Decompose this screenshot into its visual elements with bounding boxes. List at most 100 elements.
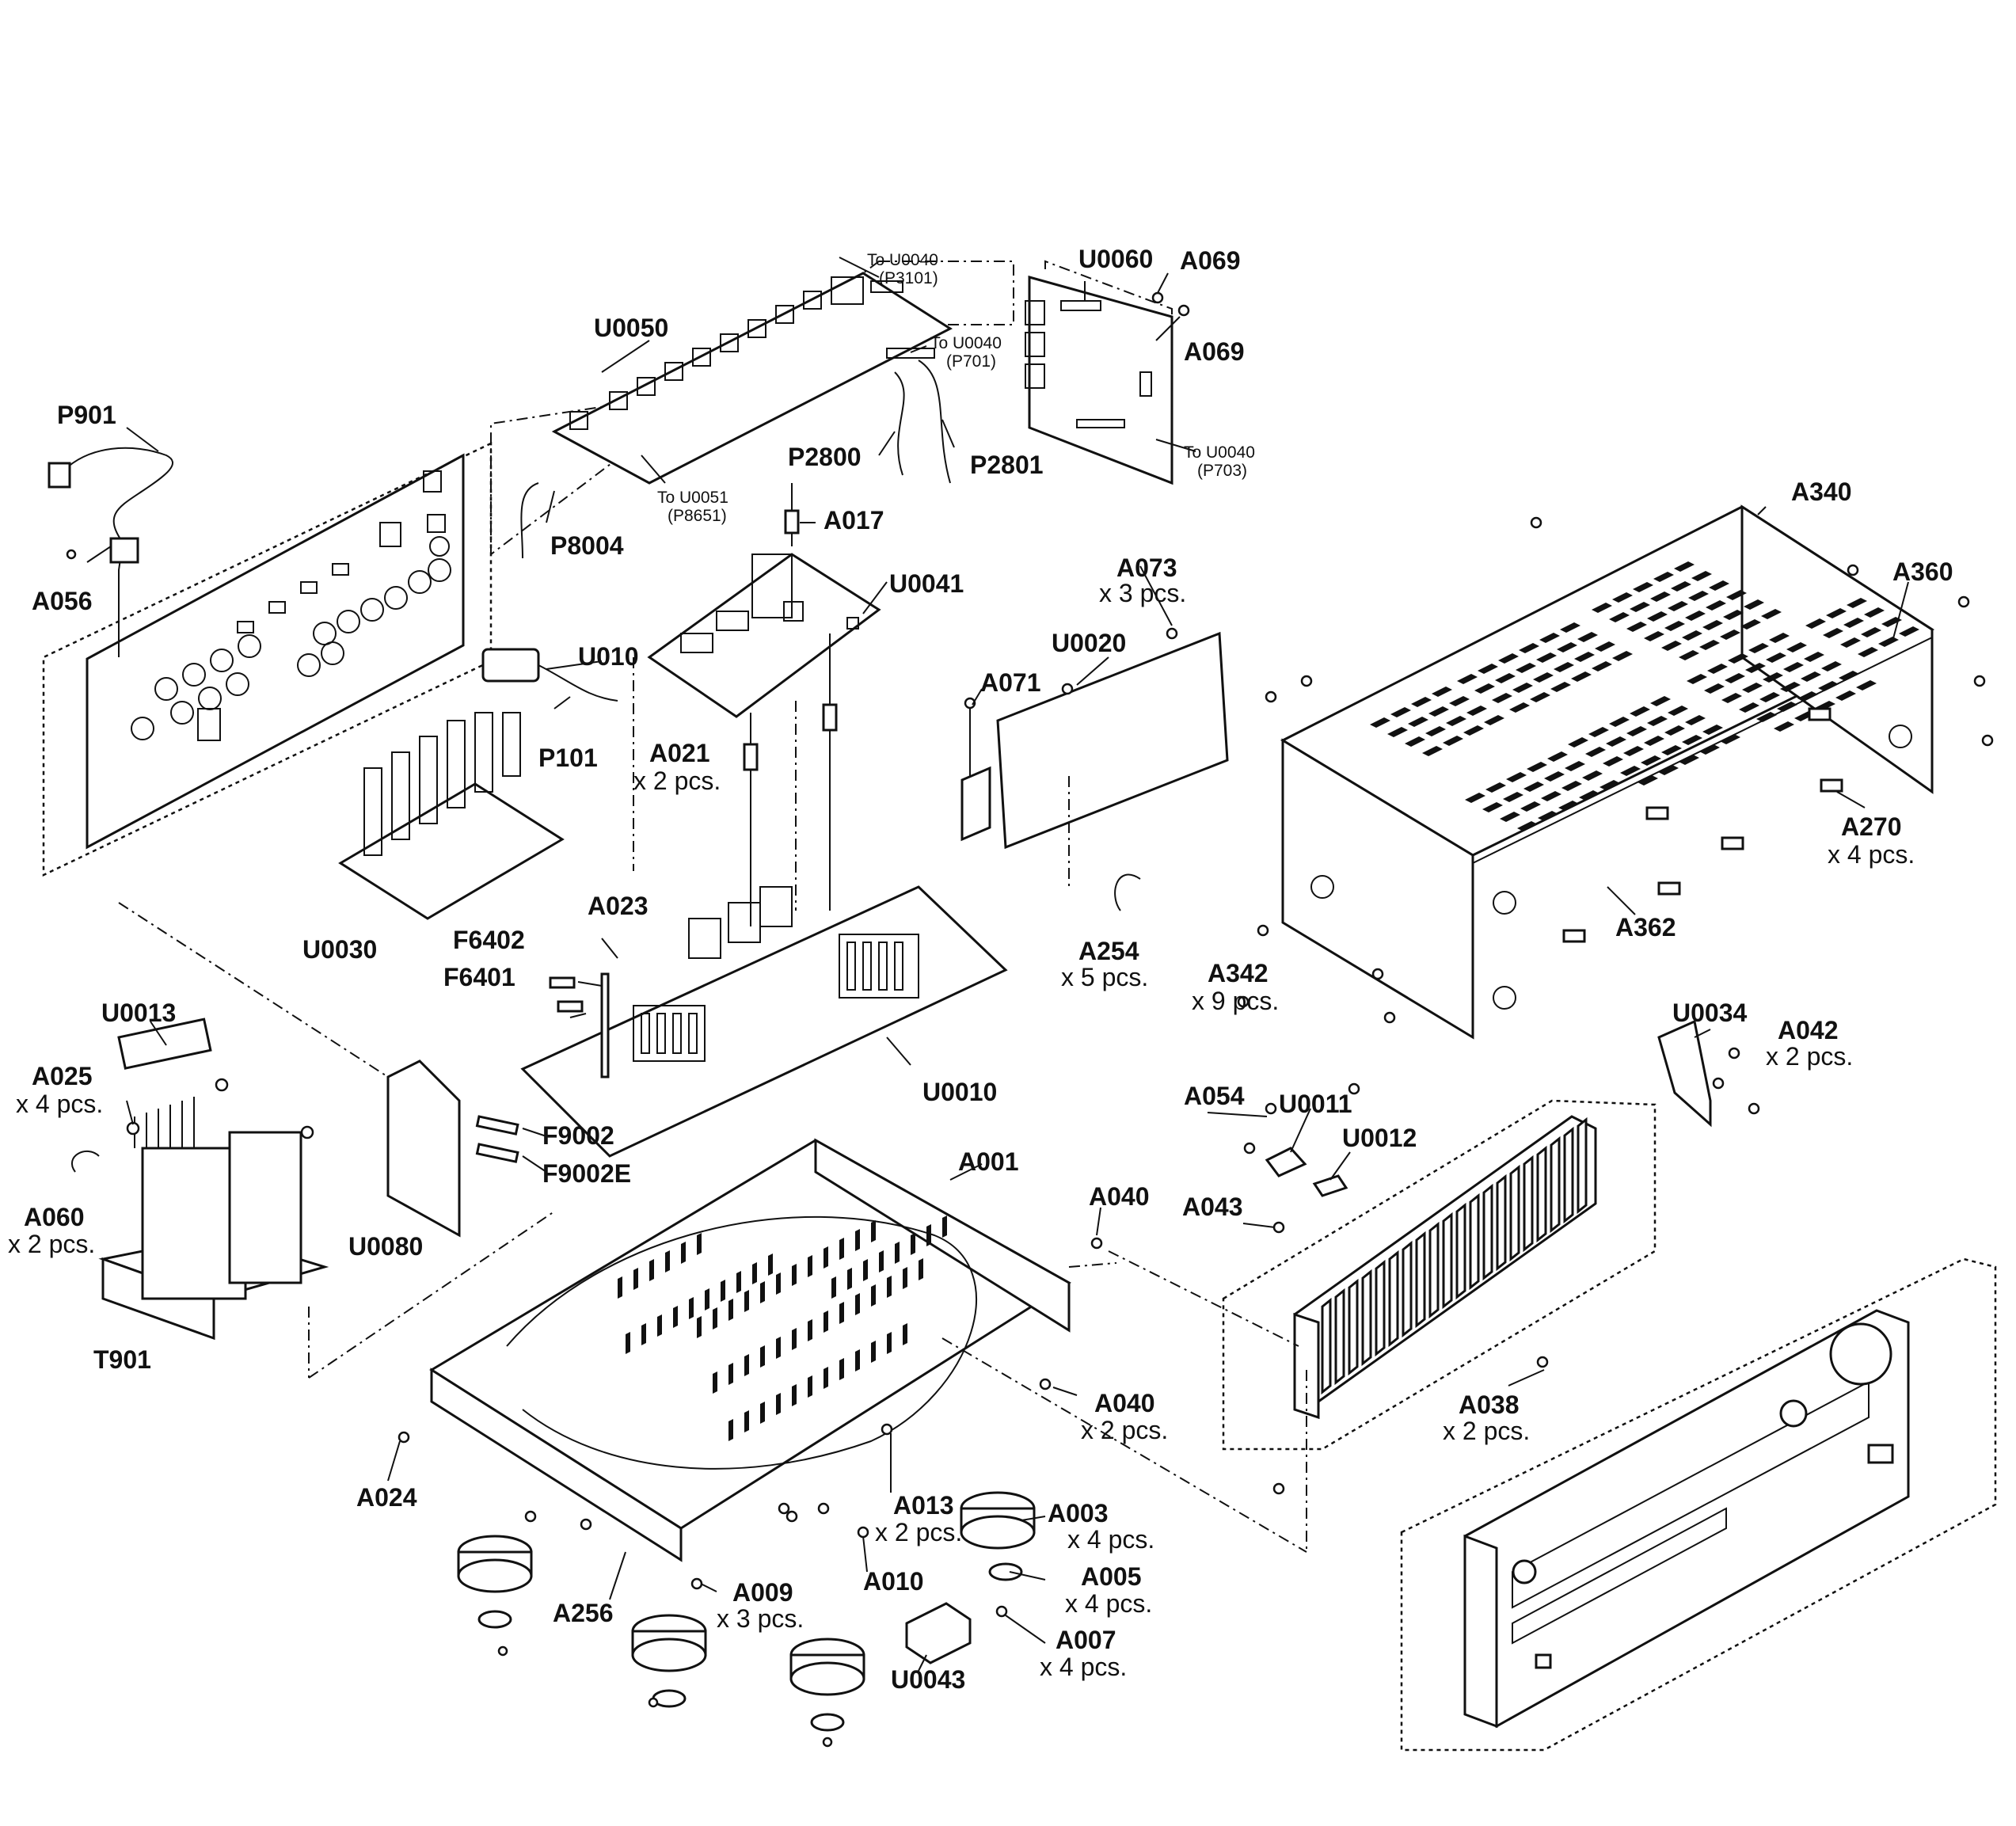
vent-slot (1582, 770, 1603, 781)
label-a007: A007 (1056, 1626, 1116, 1654)
label-a043: A043 (1182, 1193, 1243, 1221)
vent-slot (1688, 591, 1709, 601)
front-panel-assembly (1400, 1257, 1997, 1752)
vent-slot (1557, 642, 1577, 652)
vent-slot (1797, 691, 1818, 702)
vent-slot (1405, 736, 1425, 747)
label-a013: A013 (893, 1491, 954, 1520)
vent-slot (681, 1242, 686, 1264)
vent-slot (1761, 609, 1782, 619)
vent-slot (887, 1332, 892, 1354)
label-f9002: F9002 (542, 1121, 614, 1150)
heat-sink-fin (1455, 1202, 1466, 1300)
vent-slot (871, 1220, 876, 1242)
vent-slot (1523, 782, 1544, 792)
power-cord-p901 (48, 447, 173, 657)
label-a256: A256 (553, 1599, 614, 1627)
vent-slot (1599, 780, 1620, 790)
label-a038: A038 (1459, 1390, 1520, 1419)
chassis-a001 (429, 1138, 1071, 1562)
vent-slot (1679, 755, 1699, 765)
vent-slot (1428, 706, 1449, 717)
vent-slot (1465, 793, 1485, 803)
label-to-u0040-p703-b: (P703) (1197, 462, 1247, 480)
vent-slot (1644, 631, 1664, 641)
vent-slot (1512, 683, 1533, 693)
vent-slot (1668, 601, 1688, 611)
label-a001: A001 (958, 1147, 1019, 1176)
vent-slot (1506, 772, 1527, 782)
vent-slot (1786, 642, 1807, 652)
vent-slot (1706, 600, 1726, 611)
vent-slot (776, 1337, 781, 1359)
vent-slot (1769, 633, 1790, 643)
vent-slot (919, 1258, 923, 1280)
label-to-u0040-p701-b: (P701) (946, 352, 996, 371)
vent-slot (744, 1410, 749, 1432)
cable-u010 (481, 648, 618, 702)
vent-slot (1536, 652, 1557, 663)
label-a254: A254 (1078, 937, 1139, 965)
vent-slot (926, 1224, 931, 1246)
vent-slot (824, 1246, 828, 1269)
label-u0043: U0043 (891, 1665, 965, 1694)
pcb-u0050 (490, 261, 1014, 557)
label-a340: A340 (1791, 477, 1852, 506)
vent-slot (831, 1276, 836, 1299)
heat-sink-fin (1375, 1259, 1386, 1357)
label-f6401: F6401 (443, 963, 515, 991)
label-a054: A054 (1184, 1082, 1245, 1110)
label-to-u0040-p3101-b: (P3101) (879, 269, 938, 287)
label-a025: A025 (32, 1062, 93, 1090)
heat-sink-fin (1509, 1164, 1520, 1262)
label-to-u0051-a: To U0051 (657, 489, 728, 507)
vent-slot (1881, 617, 1902, 627)
vent-slot (808, 1255, 812, 1277)
label-a003: A003 (1048, 1499, 1109, 1527)
label-t901: T901 (93, 1345, 151, 1374)
label-a270: A270 (1841, 812, 1902, 841)
vent-slot (1725, 673, 1745, 683)
label-a069-mid: A069 (1184, 337, 1245, 366)
vent-slot (1626, 726, 1647, 736)
vent-slot (1550, 682, 1571, 692)
vent-slot (1538, 811, 1558, 821)
vent-slot (1647, 716, 1668, 726)
heat-sink-fin (1428, 1221, 1440, 1319)
label-a060-qty: x 2 pcs. (8, 1230, 95, 1258)
heat-sink-fin (1523, 1155, 1534, 1253)
vent-slot (1840, 637, 1861, 648)
vent-slot (887, 1276, 892, 1298)
vent-slot (1658, 765, 1679, 775)
vent-slot (1839, 671, 1859, 681)
label-a040-top: A040 (1089, 1182, 1150, 1211)
vent-slot (1699, 640, 1720, 650)
vent-slot (1650, 592, 1671, 602)
heat-sink-fin (1334, 1288, 1345, 1386)
label-a270-qty: x 4 pcs. (1828, 840, 1915, 869)
vent-slot (1818, 681, 1839, 691)
vent-slot (792, 1384, 797, 1406)
vent-slot (697, 1233, 702, 1255)
vent-slot (879, 1250, 884, 1272)
label-u0080: U0080 (348, 1232, 423, 1261)
vent-slot (1702, 620, 1723, 630)
label-a071: A071 (980, 668, 1041, 697)
vent-slot (1568, 737, 1588, 748)
vent-slot (1641, 755, 1661, 766)
chassis-vent-slots (618, 1215, 947, 1441)
vent-slot (760, 1402, 765, 1424)
vent-slot (1644, 736, 1664, 746)
vent-slot (824, 1311, 828, 1333)
heat-sink-fin (1388, 1250, 1399, 1348)
vent-slot (1759, 692, 1780, 702)
vent-slot (1821, 661, 1842, 671)
vent-slot (618, 1276, 622, 1299)
vent-slot (1466, 706, 1487, 716)
vent-slot (911, 1233, 915, 1255)
label-a342: A342 (1208, 959, 1269, 987)
vent-slot (1748, 643, 1769, 653)
vent-slot (855, 1293, 860, 1315)
pcb-u0060 (1025, 260, 1190, 485)
vent-slot (1740, 619, 1761, 630)
